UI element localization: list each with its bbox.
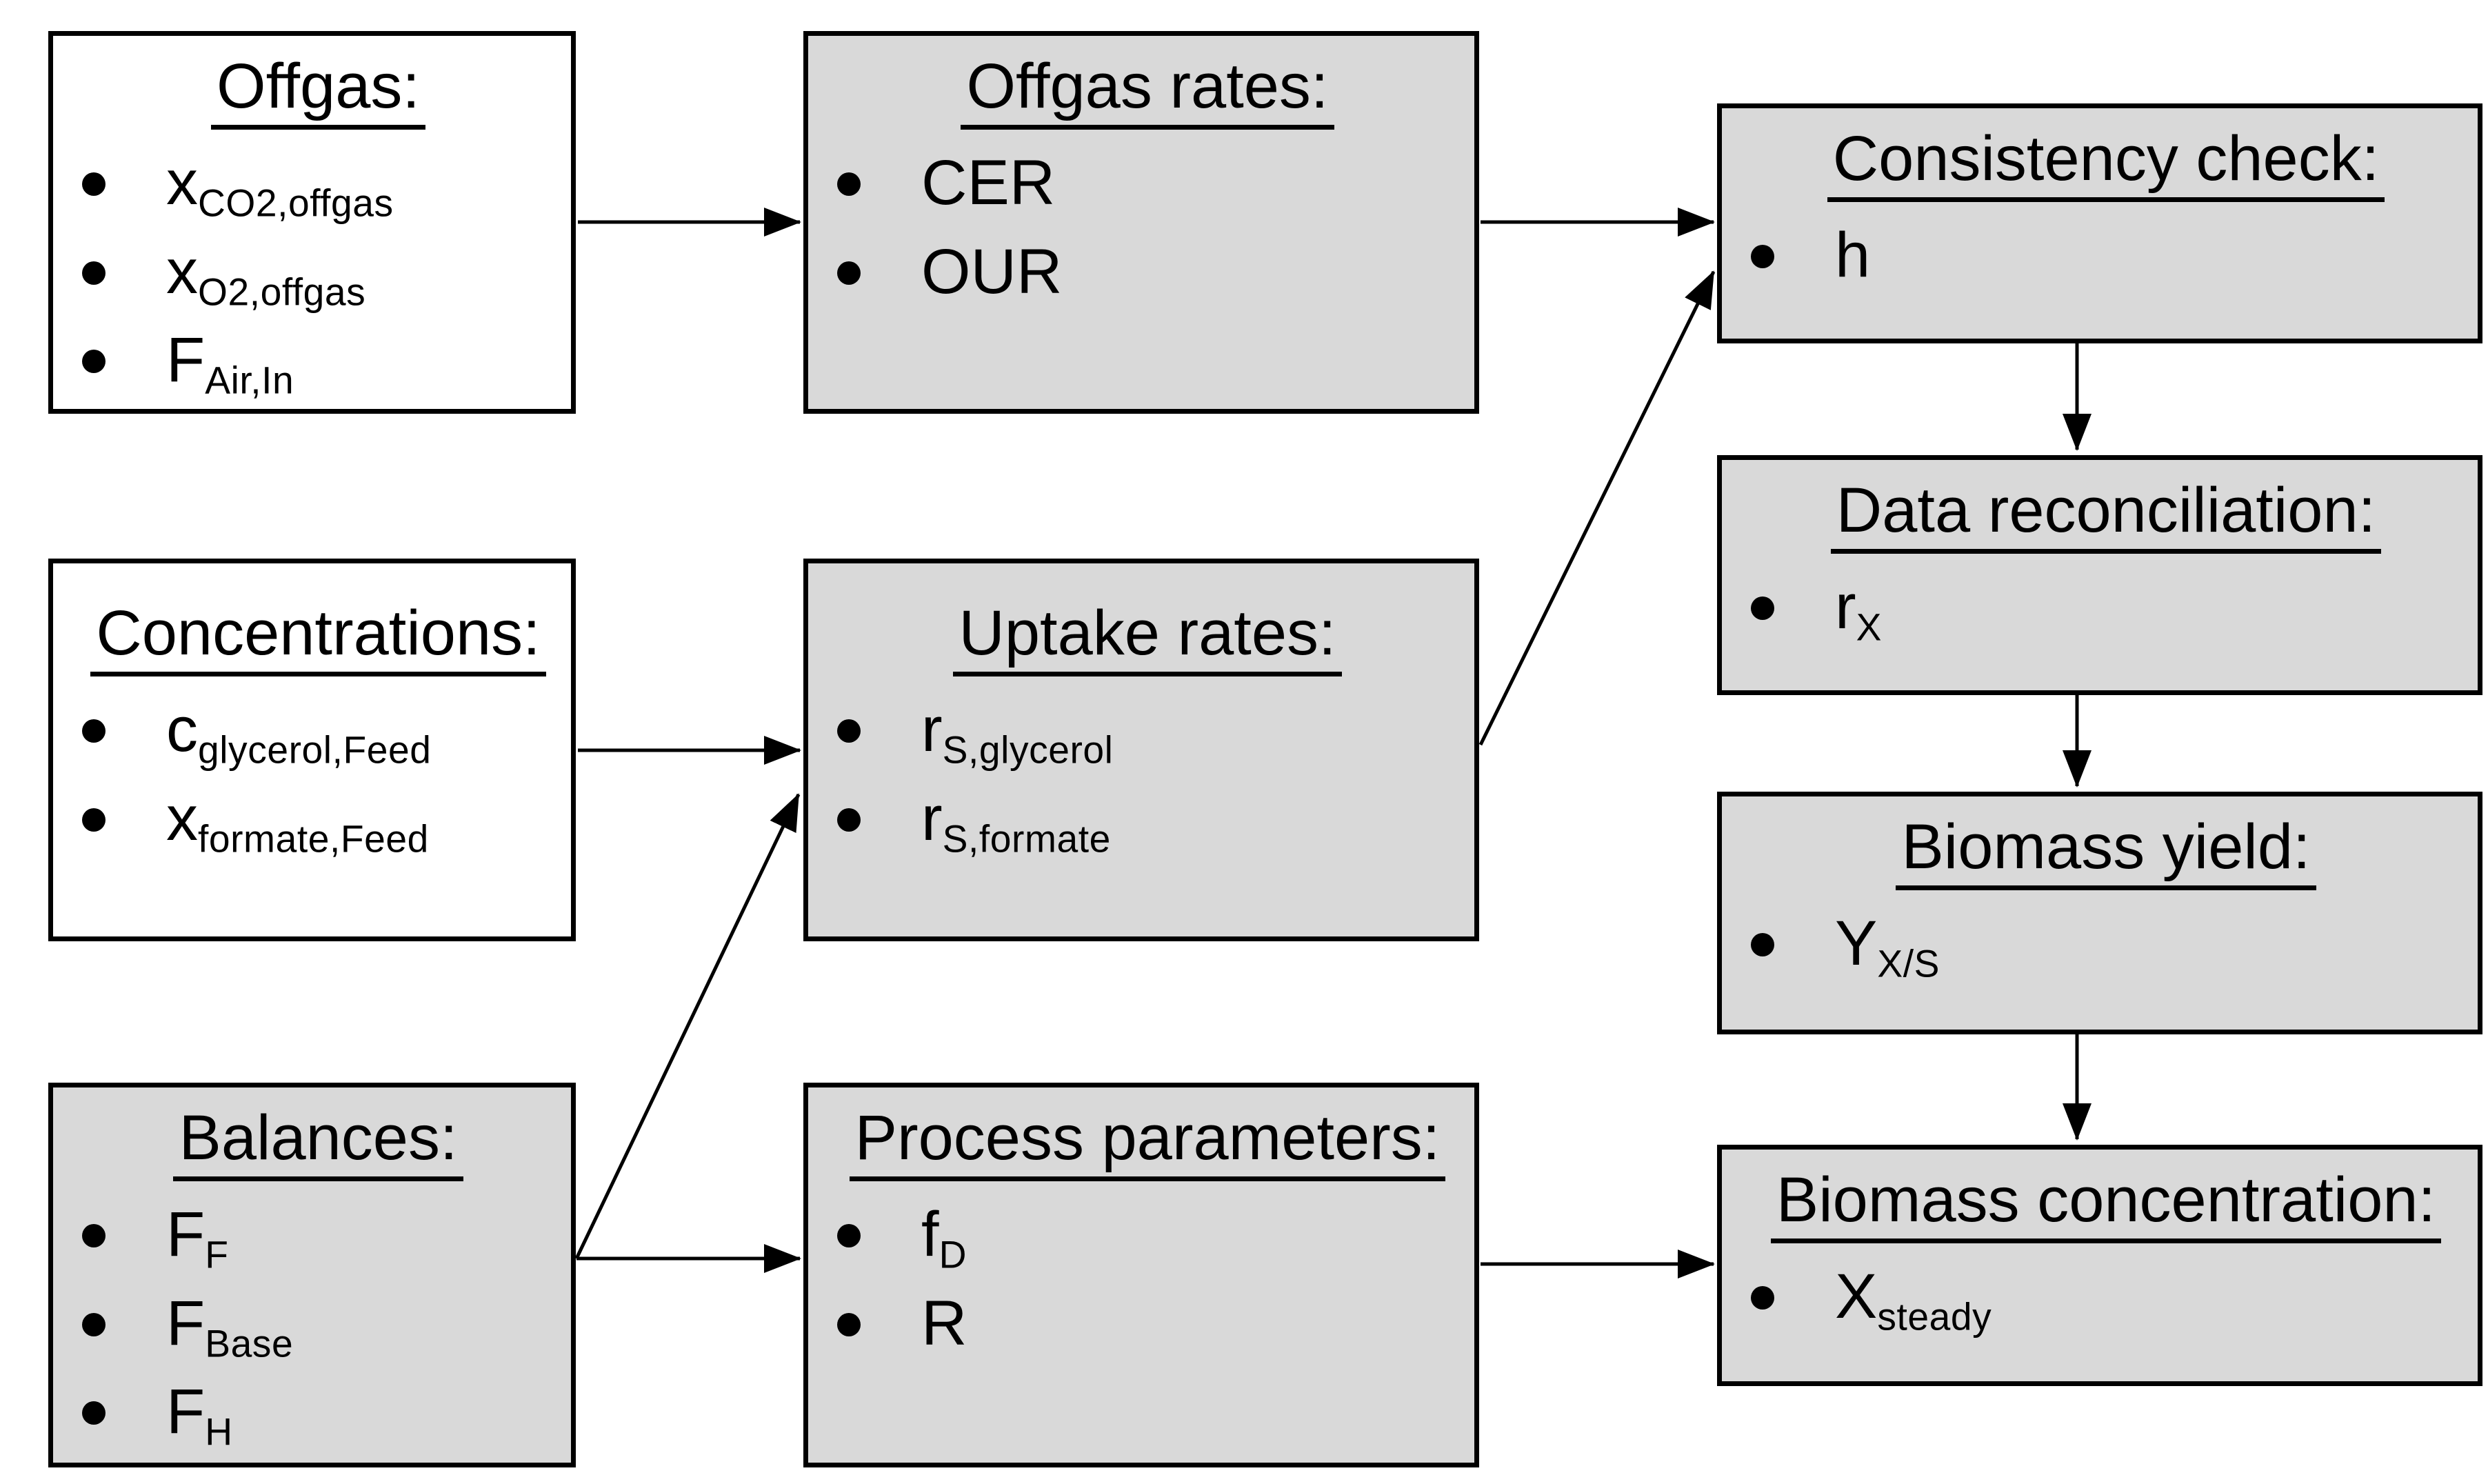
offgas-item-1-text: xO2,offgas (166, 236, 366, 314)
consistency-check-item-0: h (1751, 220, 2461, 295)
offgas-rates-item-0: CER (837, 148, 1458, 223)
concentrations-item-0-text: cglycerol,Feed (166, 694, 432, 772)
process-parameters-item-1-text: R (921, 1287, 967, 1358)
balances-item-1-text: FBase (166, 1287, 294, 1365)
consistency-check-title-row: Consistency check: (1751, 122, 2461, 202)
bullet-icon (1751, 596, 1774, 620)
biomass-yield-item-0: YX/S (1751, 908, 2461, 983)
bullet-icon (82, 808, 106, 832)
concentrations-title: Concentrations: (90, 596, 546, 676)
bullet-icon (837, 1312, 861, 1336)
bullet-icon (837, 172, 861, 196)
box-process-parameters: Process parameters: fD R (803, 1083, 1479, 1467)
bullet-icon (1751, 932, 1774, 956)
offgas-item-2-text: FAir,In (166, 325, 294, 403)
bullet-icon (82, 1312, 106, 1336)
process-parameters-title-row: Process parameters: (837, 1101, 1458, 1181)
process-parameters-title: Process parameters: (849, 1101, 1446, 1181)
arrow-balances-to-uptake-rates (574, 793, 801, 1260)
box-data-reconciliation: Data reconciliation: rX (1717, 455, 2482, 695)
box-concentrations: Concentrations: cglycerol,Feed xformate,… (48, 559, 576, 941)
offgas-rates-item-1: OUR (837, 237, 1458, 312)
offgas-item-1: xO2,offgas (82, 237, 554, 312)
process-parameters-item-0: fD (837, 1199, 1458, 1274)
data-reconciliation-title: Data reconciliation: (1830, 474, 2382, 554)
balances-item-2-text: FH (166, 1376, 233, 1454)
box-offgas-rates: Offgas rates: CER OUR (803, 31, 1479, 414)
bullet-icon (82, 1401, 106, 1425)
concentrations-item-1: xformate,Feed (82, 783, 554, 859)
concentrations-item-1-text: xformate,Feed (166, 783, 429, 861)
offgas-rates-title: Offgas rates: (961, 50, 1334, 130)
arrow-uptake-rates-to-consistency-check (1478, 270, 1716, 746)
bullet-icon (837, 1223, 861, 1247)
box-offgas: Offgas: xCO2,offgas xO2,offgas FAir,In (48, 31, 576, 414)
uptake-rates-item-0: rS,glycerol (837, 694, 1458, 770)
offgas-rates-title-row: Offgas rates: (837, 50, 1458, 130)
box-biomass-yield: Biomass yield: YX/S (1717, 792, 2482, 1034)
data-reconciliation-item-0: rX (1751, 572, 2461, 647)
data-reconciliation-title-row: Data reconciliation: (1751, 474, 2461, 554)
process-parameters-item-0-text: fD (921, 1199, 967, 1276)
biomass-yield-item-0-text: YX/S (1835, 908, 1940, 985)
process-parameters-item-1: R (837, 1288, 1458, 1363)
box-uptake-rates: Uptake rates: rS,glycerol rS,formate (803, 559, 1479, 941)
offgas-title-row: Offgas: (82, 50, 554, 130)
concentrations-item-0: cglycerol,Feed (82, 694, 554, 770)
consistency-check-item-0-text: h (1835, 219, 1871, 290)
uptake-rates-title: Uptake rates: (953, 596, 1342, 676)
uptake-rates-title-row: Uptake rates: (837, 596, 1458, 676)
balances-item-1: FBase (82, 1288, 554, 1363)
balances-item-2: FH (82, 1376, 554, 1452)
bullet-icon (82, 172, 106, 196)
uptake-rates-item-0-text: rS,glycerol (921, 694, 1114, 772)
biomass-concentration-item-0-text: Xsteady (1835, 1261, 1992, 1338)
data-reconciliation-item-0-text: rX (1835, 571, 1883, 649)
balances-title: Balances: (173, 1101, 463, 1181)
balances-item-0: FF (82, 1199, 554, 1274)
offgas-rates-item-1-text: OUR (921, 236, 1063, 307)
offgas-item-0: xCO2,offgas (82, 148, 554, 223)
bullet-icon (837, 261, 861, 285)
biomass-yield-title: Biomass yield: (1896, 810, 2316, 890)
bullet-icon (1751, 1285, 1774, 1310)
biomass-yield-title-row: Biomass yield: (1751, 810, 2461, 890)
uptake-rates-item-1-text: rS,formate (921, 783, 1111, 861)
consistency-check-title: Consistency check: (1827, 122, 2385, 202)
uptake-rates-item-1: rS,formate (837, 783, 1458, 859)
bullet-icon (1751, 244, 1774, 268)
biomass-concentration-item-0: Xsteady (1751, 1261, 2461, 1336)
biomass-concentration-title: Biomass concentration: (1770, 1163, 2442, 1243)
offgas-item-2: FAir,In (82, 325, 554, 400)
balances-title-row: Balances: (82, 1101, 554, 1181)
concentrations-title-row: Concentrations: (82, 596, 554, 676)
offgas-item-0-text: xCO2,offgas (166, 147, 394, 225)
box-consistency-check: Consistency check: h (1717, 103, 2482, 343)
offgas-rates-item-0-text: CER (921, 147, 1056, 218)
offgas-title: Offgas: (211, 50, 425, 130)
bullet-icon (837, 808, 861, 832)
bullet-icon (82, 1223, 106, 1247)
bullet-icon (82, 719, 106, 743)
bullet-icon (82, 261, 106, 285)
biomass-concentration-title-row: Biomass concentration: (1751, 1163, 2461, 1243)
bullet-icon (837, 719, 861, 743)
box-balances: Balances: FF FBase FH (48, 1083, 576, 1467)
bullet-icon (82, 350, 106, 374)
balances-item-0-text: FF (166, 1199, 229, 1276)
box-biomass-concentration: Biomass concentration: Xsteady (1717, 1145, 2482, 1386)
